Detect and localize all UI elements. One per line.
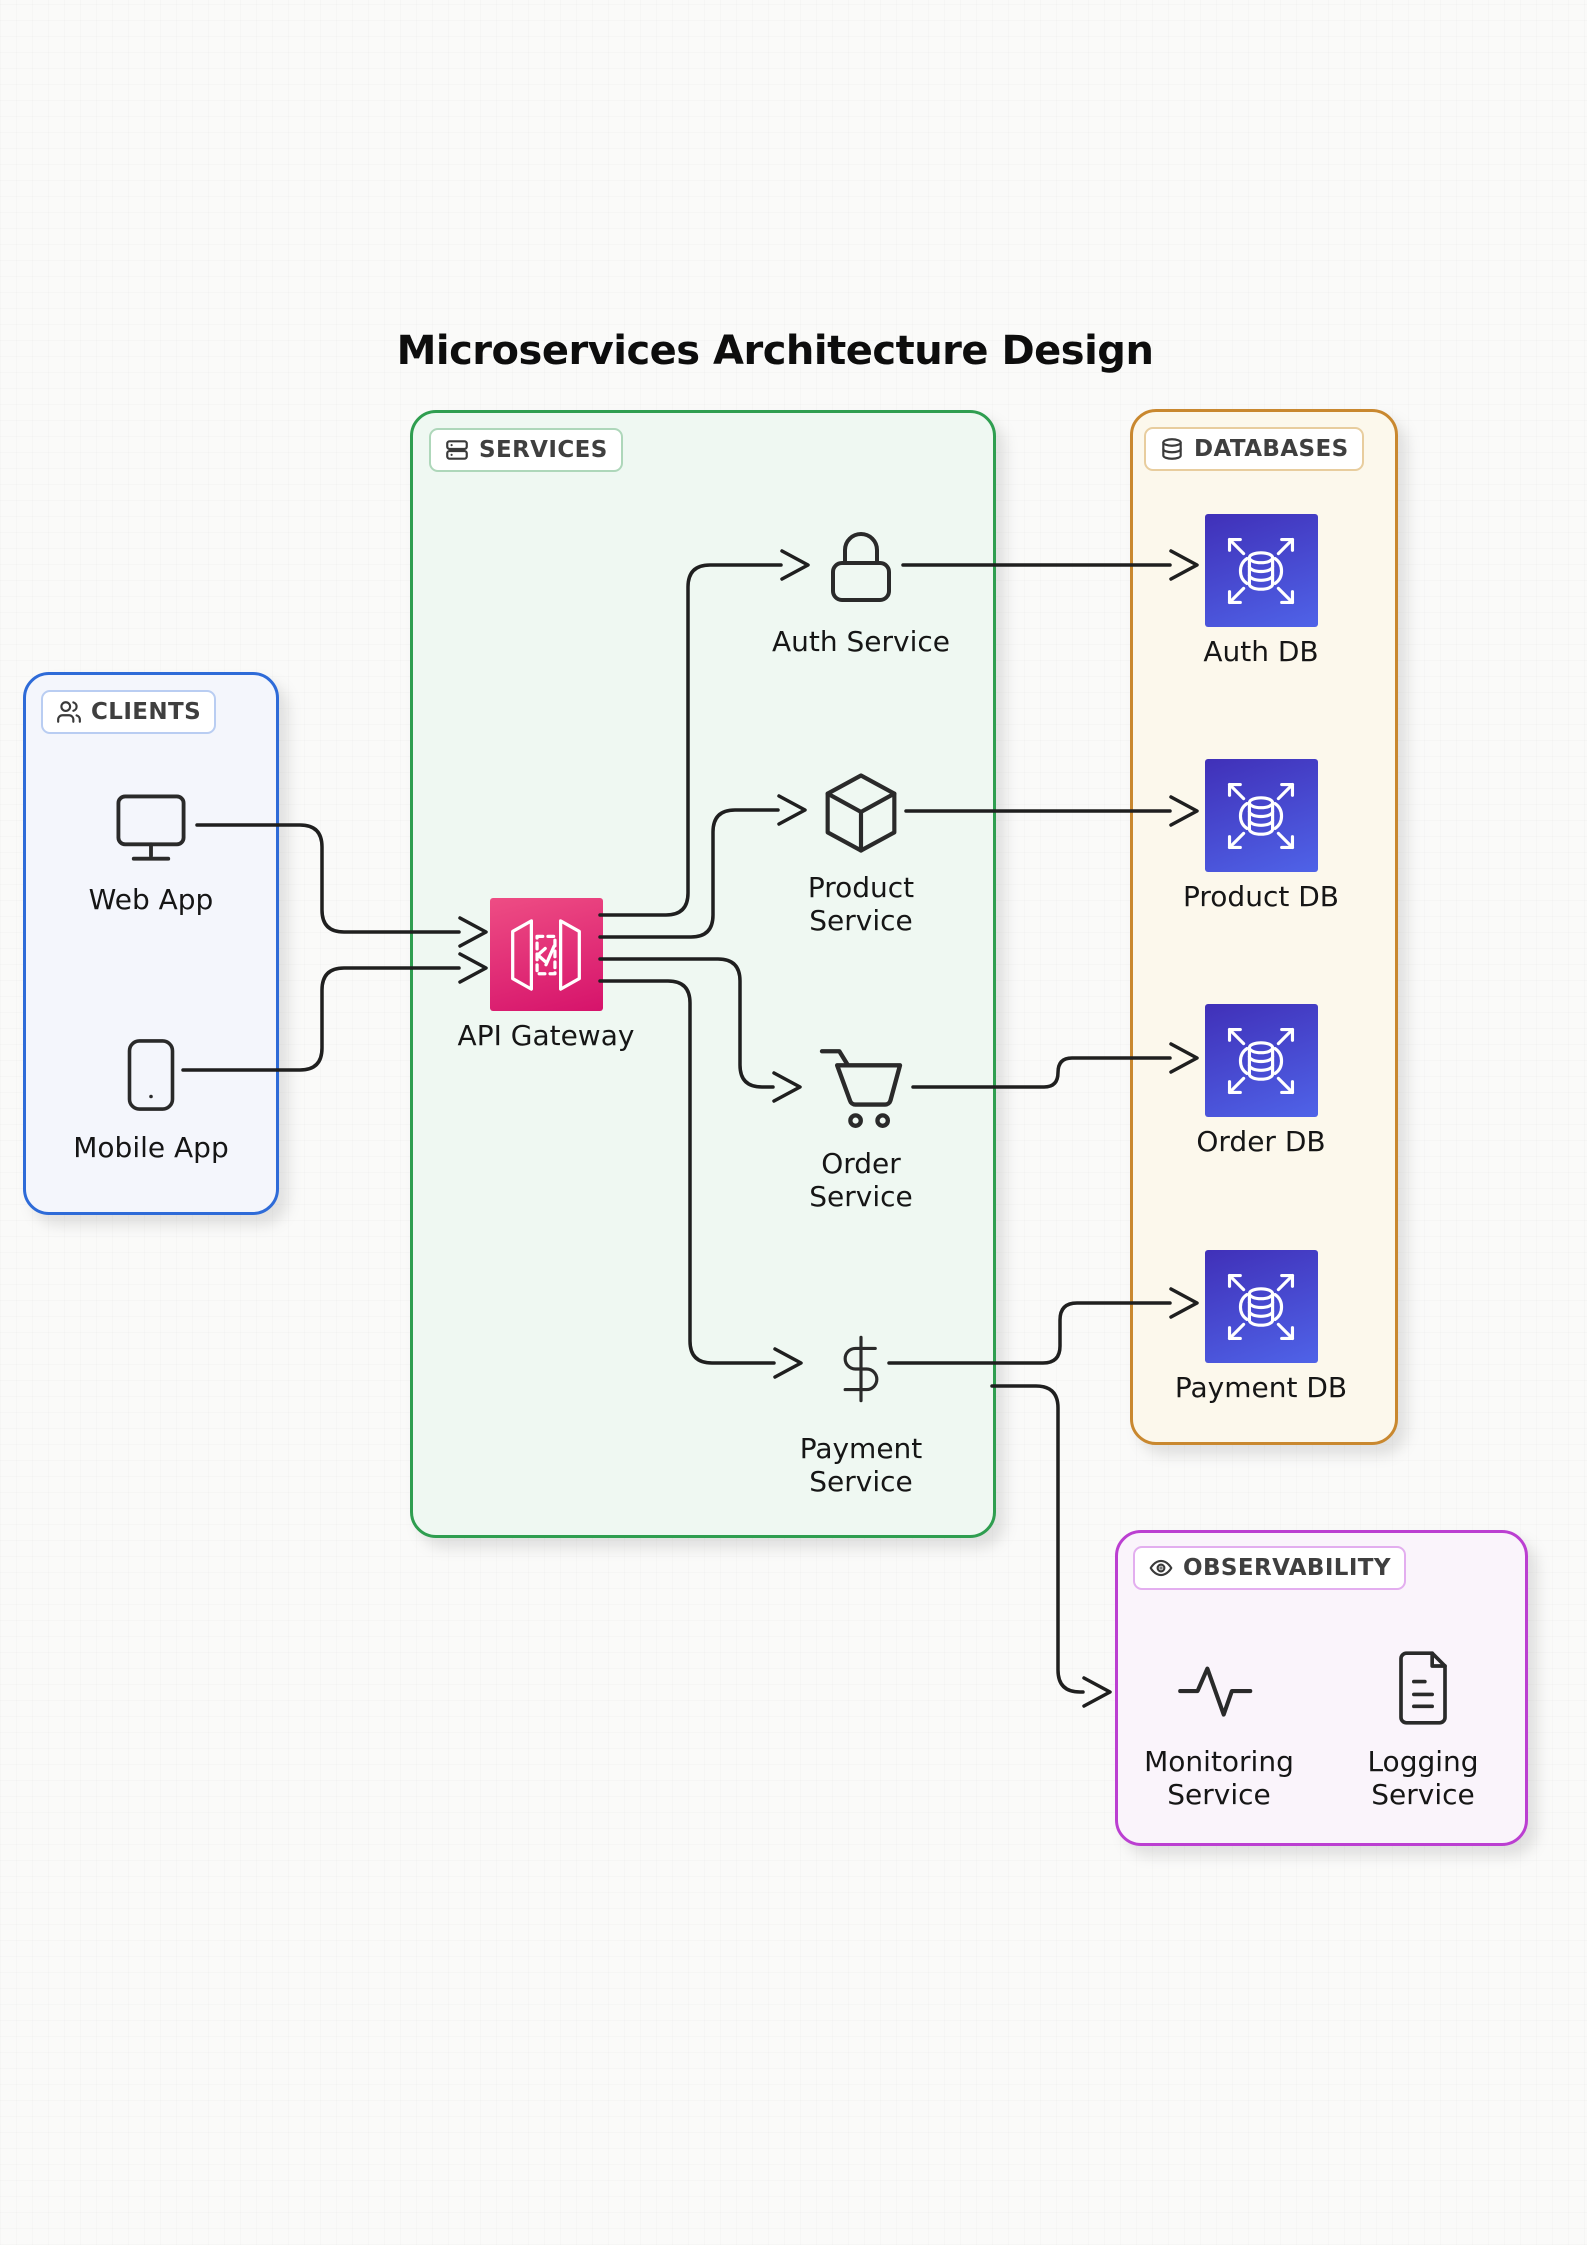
scalable-database-icon	[1204, 1250, 1318, 1363]
node-order-service: Order Service	[751, 1035, 971, 1213]
node-monitoring-service: Monitoring Service	[1124, 1639, 1314, 1811]
node-mobile-app: Mobile App	[26, 1027, 276, 1164]
group-clients: CLIENTS Web App Mobile App	[23, 672, 279, 1215]
monitoring-service-label: Monitoring Service	[1144, 1745, 1294, 1811]
node-product-db: Product DB	[1171, 759, 1351, 913]
order-service-label: Order Service	[809, 1147, 913, 1213]
node-logging-service: Logging Service	[1328, 1639, 1518, 1811]
mobile-app-label: Mobile App	[73, 1131, 229, 1164]
node-payment-service: Payment Service	[751, 1314, 971, 1498]
auth-service-label: Auth Service	[771, 625, 950, 658]
node-auth-db: Auth DB	[1171, 514, 1351, 668]
auth-db-label: Auth DB	[1203, 635, 1319, 668]
product-service-label: Product Service	[807, 871, 915, 937]
smartphone-icon	[108, 1027, 194, 1123]
api-gateway-label: API Gateway	[457, 1019, 635, 1052]
node-payment-db: Payment DB	[1171, 1250, 1351, 1404]
eye-icon	[1148, 1555, 1174, 1581]
diagram-title: Microservices Architecture Design	[396, 328, 1154, 374]
databases-header-chip: DATABASES	[1144, 427, 1364, 471]
scalable-database-icon	[1204, 514, 1318, 627]
scalable-database-icon	[1204, 759, 1318, 872]
file-text-icon	[1379, 1639, 1467, 1737]
node-auth-service: Auth Service	[751, 519, 971, 658]
node-api-gateway: API Gateway	[446, 898, 646, 1052]
lock-icon	[813, 519, 909, 617]
api-gateway-icon	[489, 898, 603, 1011]
observability-header-chip: OBSERVABILITY	[1133, 1546, 1406, 1590]
cube-icon	[811, 763, 911, 863]
dollar-icon	[823, 1314, 899, 1424]
users-icon	[56, 699, 82, 725]
node-web-app: Web App	[26, 783, 276, 916]
group-observability: OBSERVABILITY Monitoring Service Logging…	[1115, 1530, 1528, 1846]
server-stack-icon	[444, 437, 470, 463]
monitor-icon	[101, 783, 201, 875]
group-services: SERVICES API Gateway Auth Service Produc…	[410, 410, 996, 1538]
clients-header-chip: CLIENTS	[41, 690, 217, 734]
scalable-database-icon	[1204, 1004, 1318, 1117]
node-product-service: Product Service	[751, 763, 971, 937]
clients-header-label: CLIENTS	[91, 699, 202, 725]
web-app-label: Web App	[88, 883, 214, 916]
logging-service-label: Logging Service	[1367, 1745, 1479, 1811]
edge-services-observability	[990, 1384, 1085, 1694]
activity-icon	[1168, 1639, 1270, 1737]
node-order-db: Order DB	[1171, 1004, 1351, 1158]
payment-db-label: Payment DB	[1174, 1371, 1348, 1404]
product-db-label: Product DB	[1183, 880, 1339, 913]
services-header-chip: SERVICES	[429, 428, 623, 472]
services-header-label: SERVICES	[479, 437, 608, 463]
databases-header-label: DATABASES	[1194, 436, 1349, 462]
group-databases: DATABASES Auth DB Product DB Order DB Pa…	[1130, 409, 1398, 1445]
database-icon	[1159, 436, 1185, 462]
order-db-label: Order DB	[1196, 1125, 1326, 1158]
payment-service-label: Payment Service	[799, 1432, 923, 1498]
shopping-cart-icon	[807, 1035, 915, 1139]
arrowhead	[1082, 1676, 1112, 1708]
observability-header-label: OBSERVABILITY	[1183, 1555, 1391, 1581]
